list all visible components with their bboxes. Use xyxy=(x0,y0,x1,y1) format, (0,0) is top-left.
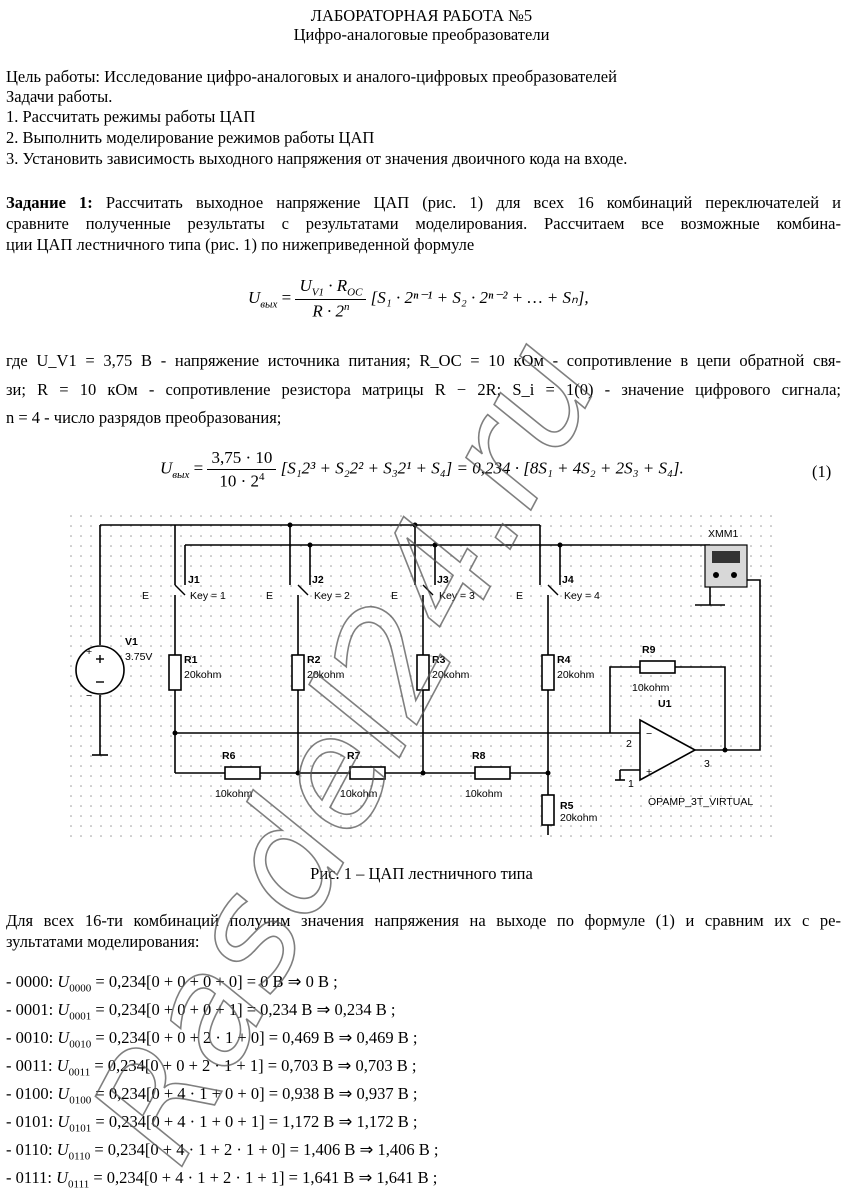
svg-text:Key = 1: Key = 1 xyxy=(190,590,226,602)
svg-text:R4: R4 xyxy=(557,654,571,666)
svg-text:3.75V: 3.75V xyxy=(125,651,152,663)
task1-line2: сравните полученные результаты с результ… xyxy=(6,214,841,233)
tasks-heading: Задачи работы. xyxy=(6,87,113,106)
svg-text:10kohm: 10kohm xyxy=(632,682,670,694)
svg-text:R2: R2 xyxy=(307,654,321,666)
svg-text:−: − xyxy=(86,690,92,702)
svg-text:20kohm: 20kohm xyxy=(560,812,598,824)
svg-text:J4: J4 xyxy=(562,574,574,586)
svg-text:V1: V1 xyxy=(125,636,138,648)
svg-text:XMM1: XMM1 xyxy=(708,528,738,540)
task1-line1: Задание 1: Рассчитать выходное напряжени… xyxy=(6,193,841,213)
svg-text:U1: U1 xyxy=(658,698,672,710)
svg-text:+: + xyxy=(646,766,652,778)
result-row: - 0010: U0010 = 0,234[0 + 0 + 2 · 1 + 0]… xyxy=(6,1028,418,1051)
svg-text:R6: R6 xyxy=(222,750,236,762)
result-row: - 0111: U0111 = 0,234[0 + 4 · 1 + 2 · 1 … xyxy=(6,1168,438,1191)
where-line1: где U_V1 = 3,75 В - напряжение источника… xyxy=(6,351,841,370)
result-row: - 0110: U0110 = 0,234[0 + 4 · 1 + 2 · 1 … xyxy=(6,1140,439,1163)
result-row: - 0001: U0001 = 0,234[0 + 0 + 0 + 1] = 0… xyxy=(6,1000,396,1023)
formula-1-number: (1) xyxy=(812,462,832,481)
task-item-1: 1. Рассчитать режимы работы ЦАП xyxy=(6,107,256,126)
figure-caption: Рис. 1 – ЦАП лестничного типа xyxy=(310,864,533,883)
task-item-3: 3. Установить зависимость выходного напр… xyxy=(6,149,628,168)
where-line3: n = 4 - число разрядов преобразования; xyxy=(6,408,282,427)
vertical-resistors xyxy=(168,654,555,826)
svg-text:R7: R7 xyxy=(347,750,361,762)
result-row: - 0101: U0101 = 0,234[0 + 4 · 1 + 0 + 1]… xyxy=(6,1112,418,1135)
result-row: - 0100: U0100 = 0,234[0 + 4 · 1 + 0 + 0]… xyxy=(6,1084,418,1107)
result-row: - 0011: U0011 = 0,234[0 + 0 + 2 · 1 + 1]… xyxy=(6,1056,417,1079)
formula-general: Uвых = UV1 · ROC R · 2n [S₁ · 2ⁿ⁻¹ + S₂ … xyxy=(248,276,589,322)
svg-text:E: E xyxy=(266,590,273,602)
circuit-labels: V1 3.75V + − J1 J2 J3 J4 Key = 1 Key = 2… xyxy=(86,528,753,824)
svg-text:20kohm: 20kohm xyxy=(307,669,345,681)
svg-text:20kohm: 20kohm xyxy=(557,669,595,681)
formula-general-bracket: [S₁ · 2ⁿ⁻¹ + S₂ · 2ⁿ⁻² + … + Sₙ], xyxy=(370,287,589,307)
svg-text:+: + xyxy=(86,646,92,658)
formula-1: Uвых = 3,75 · 10 10 · 24 [S₁2³ + S₂2² + … xyxy=(160,448,684,492)
results-intro2: зультатами моделирования: xyxy=(6,932,200,951)
svg-text:10kohm: 10kohm xyxy=(340,788,378,800)
svg-text:3: 3 xyxy=(704,758,710,770)
svg-text:R8: R8 xyxy=(472,750,486,762)
svg-text:Key = 2: Key = 2 xyxy=(314,590,350,602)
wires xyxy=(92,524,761,835)
result-row: - 0000: U0000 = 0,234[0 + 0 + 0 + 0] = 0… xyxy=(6,972,338,995)
switches xyxy=(174,584,559,596)
multimeter-display xyxy=(712,551,740,563)
svg-text:OPAMP_3T_VIRTUAL: OPAMP_3T_VIRTUAL xyxy=(648,796,753,808)
svg-text:E: E xyxy=(516,590,523,602)
svg-text:R3: R3 xyxy=(432,654,446,666)
document-subtitle: Цифро-аналоговые преобразователи xyxy=(293,25,550,44)
svg-text:20kohm: 20kohm xyxy=(184,669,222,681)
task1-text1: Рассчитать выходное напряжение ЦАП (рис.… xyxy=(92,193,841,212)
svg-text:J1: J1 xyxy=(188,574,200,586)
circuit-diagram: V1 3.75V + − J1 J2 J3 J4 Key = 1 Key = 2… xyxy=(70,515,780,845)
goal-line: Цель работы: Исследование цифро-аналогов… xyxy=(6,67,617,86)
svg-text:E: E xyxy=(142,590,149,602)
svg-text:20kohm: 20kohm xyxy=(432,669,470,681)
svg-text:J2: J2 xyxy=(312,574,324,586)
formula-1-rest: [S₁2³ + S₂2² + S₃2¹ + S₄] = 0,234 · [8S₁… xyxy=(280,458,684,478)
svg-text:−: − xyxy=(646,728,652,740)
formula-1-fraction: 3,75 · 10 10 · 24 xyxy=(207,448,277,492)
svg-text:10kohm: 10kohm xyxy=(215,788,253,800)
svg-text:Key = 3: Key = 3 xyxy=(439,590,475,602)
task-item-2: 2. Выполнить моделирование режимов работ… xyxy=(6,128,375,147)
junctions xyxy=(172,522,728,776)
formula-general-fraction: UV1 · ROC R · 2n xyxy=(295,276,367,322)
svg-text:R9: R9 xyxy=(642,644,656,656)
svg-text:E: E xyxy=(391,590,398,602)
document-title: ЛАБОРАТОРНАЯ РАБОТА №5 xyxy=(310,6,533,25)
results-intro1: Для всех 16-ти комбинаций получим значен… xyxy=(6,911,841,930)
svg-text:1: 1 xyxy=(628,778,634,790)
task1-label: Задание 1: xyxy=(6,193,93,212)
opamp-u1 xyxy=(639,718,697,782)
horizontal-resistors xyxy=(224,660,676,780)
svg-text:R5: R5 xyxy=(560,800,574,812)
svg-text:Key = 4: Key = 4 xyxy=(564,590,600,602)
where-line2: зи; R = 10 кОм - сопротивление резистора… xyxy=(6,380,841,399)
svg-text:J3: J3 xyxy=(437,574,449,586)
svg-text:2: 2 xyxy=(626,738,632,750)
svg-text:R1: R1 xyxy=(184,654,198,666)
v1-polarity xyxy=(96,655,104,683)
task1-line3: ции ЦАП лестничного типа (рис. 1) по ниж… xyxy=(6,235,475,254)
voltage-source-v1 xyxy=(75,645,125,695)
svg-text:10kohm: 10kohm xyxy=(465,788,503,800)
